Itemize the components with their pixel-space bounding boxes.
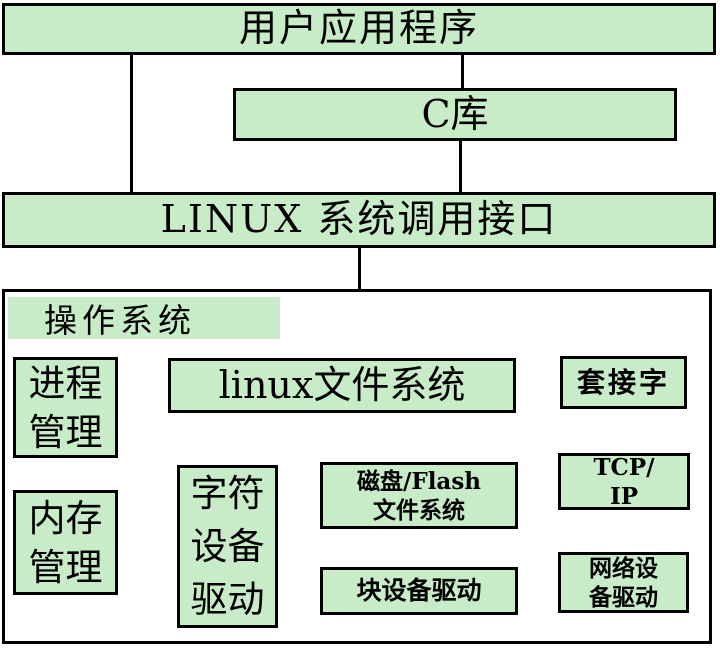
node-disk-flash-filesystem: 磁盘/Flash 文件系统 bbox=[320, 462, 518, 529]
process-management-line1: 进程 bbox=[28, 361, 103, 405]
node-char-device-driver: 字符 设备 驱动 bbox=[177, 465, 278, 628]
char-device-driver-line1: 字符 bbox=[190, 472, 265, 515]
disk-flash-filesystem-line2: 文件系统 bbox=[373, 496, 465, 524]
node-tcp-ip: TCP/ IP bbox=[558, 453, 690, 510]
node-socket: 套接字 bbox=[560, 356, 687, 409]
node-linux-filesystem: linux文件系统 bbox=[168, 358, 516, 413]
connector-userapp-syscall bbox=[130, 55, 133, 194]
tcp-ip-line2: IP bbox=[609, 482, 639, 510]
node-block-device-driver: 块设备驱动 bbox=[320, 567, 518, 615]
node-block-device-driver-label: 块设备驱动 bbox=[356, 576, 482, 606]
tcp-ip-line1: TCP/ bbox=[593, 453, 655, 481]
connector-userapp-clib bbox=[461, 55, 464, 90]
node-user-application-label: 用户应用程序 bbox=[238, 6, 479, 51]
disk-flash-filesystem-line1: 磁盘/Flash bbox=[356, 467, 482, 495]
node-syscall-interface: LINUX 系统调用接口 bbox=[2, 192, 716, 248]
node-memory-management: 内存 管理 bbox=[13, 490, 118, 595]
node-linux-filesystem-label: linux文件系统 bbox=[218, 362, 466, 407]
connector-syscall-os bbox=[358, 246, 361, 291]
node-socket-label: 套接字 bbox=[576, 366, 670, 399]
memory-management-line2: 管理 bbox=[28, 545, 103, 589]
node-network-device-driver: 网络设 备驱动 bbox=[558, 552, 689, 613]
os-label-text: 操作系统 bbox=[44, 301, 196, 340]
process-management-line2: 管理 bbox=[28, 410, 103, 454]
node-c-library-label: C库 bbox=[421, 91, 489, 136]
memory-management-line1: 内存 bbox=[28, 496, 103, 540]
node-user-application: 用户应用程序 bbox=[2, 3, 716, 55]
network-device-driver-line2: 备驱动 bbox=[589, 583, 658, 611]
node-c-library: C库 bbox=[233, 88, 677, 141]
network-device-driver-line1: 网络设 bbox=[589, 554, 658, 582]
char-device-driver-line3: 驱动 bbox=[190, 578, 265, 621]
node-syscall-interface-label: LINUX 系统调用接口 bbox=[160, 197, 558, 242]
node-process-management: 进程 管理 bbox=[13, 357, 118, 458]
connector-clib-syscall bbox=[459, 140, 462, 194]
char-device-driver-line2: 设备 bbox=[190, 525, 265, 568]
os-label: 操作系统 bbox=[8, 297, 280, 340]
